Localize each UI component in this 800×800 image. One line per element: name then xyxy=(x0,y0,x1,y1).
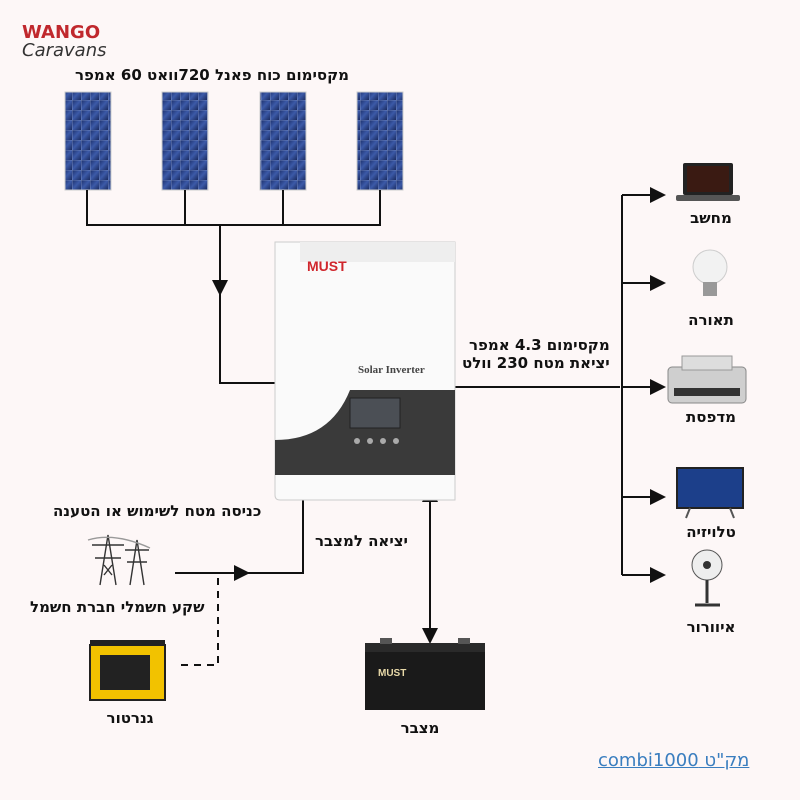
fan-icon xyxy=(691,549,723,607)
inverter: MUST Solar Inverter xyxy=(274,241,456,501)
device-label-computer: מחשב xyxy=(690,209,732,227)
laptop-icon xyxy=(676,163,740,201)
tv-icon xyxy=(676,467,744,519)
wango-logo: WANGO Caravans xyxy=(22,24,107,60)
battery-out-label: יציאה למצבר xyxy=(315,532,408,550)
device-label-tv: טלויזיה xyxy=(686,523,736,541)
solar-panel xyxy=(259,91,307,191)
output-label: מקסימום 4.3 אמפר יציאת מטח 230 וולט xyxy=(462,336,610,372)
printer-icon xyxy=(667,355,747,404)
logo-line2: Caravans xyxy=(22,40,107,61)
output-line2: יציאת מטח 230 וולט xyxy=(462,354,610,372)
grid-socket-label: שקע חשמלי חברת חשמל xyxy=(30,598,205,616)
device-label-printer: מדפסת xyxy=(686,408,736,426)
generator-label: גנרטור xyxy=(106,709,154,727)
battery-brand: MUST xyxy=(378,668,406,679)
solar-panel xyxy=(161,91,209,191)
grid-input-label: כניסה מטח לשימוש או הטענה xyxy=(53,502,262,520)
generator-icon xyxy=(89,640,166,701)
panels-label: מקסימום כוח פאנל 720וואט 60 אמפר xyxy=(75,66,349,84)
solar-panel xyxy=(64,91,112,191)
solar-panels xyxy=(64,91,404,191)
power-tower-icon xyxy=(87,534,151,586)
light-bulb-icon xyxy=(692,249,728,296)
battery-label: מצבר xyxy=(400,719,440,737)
inverter-brand: MUST xyxy=(307,258,347,274)
device-label-lighting: תאורה xyxy=(688,311,734,329)
product-link[interactable]: מק"ט combi1000 xyxy=(598,750,750,771)
battery-icon: MUST xyxy=(365,638,485,710)
device-label-fan: איוורור xyxy=(686,618,736,636)
logo-line1: WANGO xyxy=(22,22,101,43)
output-line1: מקסימום 4.3 אמפר xyxy=(469,336,610,354)
inverter-model: Solar Inverter xyxy=(358,364,425,376)
solar-panel xyxy=(356,91,404,191)
